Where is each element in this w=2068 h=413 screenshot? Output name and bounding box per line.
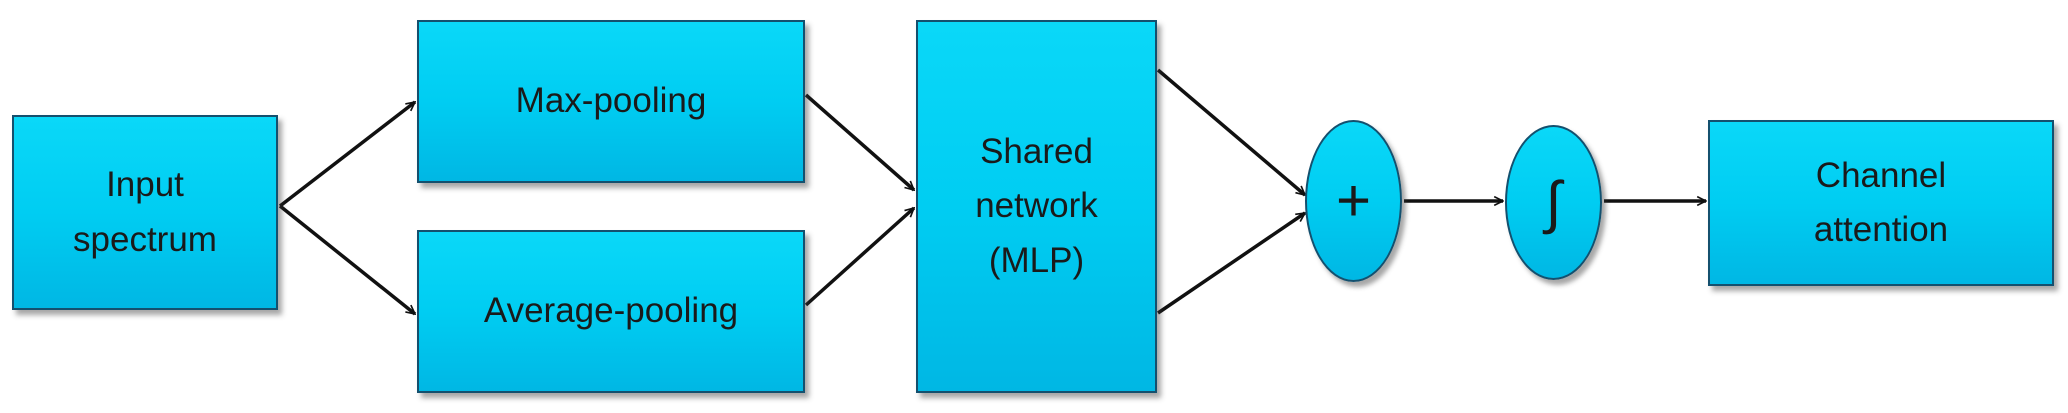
input-spectrum-label-line2: spectrum [73, 219, 217, 259]
activation-node: ∫ [1505, 125, 1602, 280]
max-pooling-box: Max-pooling [417, 20, 805, 183]
shared-network-label-line1: Shared [980, 132, 1093, 172]
channel-attention-label-line2: attention [1813, 210, 1949, 249]
arrow-input-to-avg [278, 204, 415, 316]
channel-attention-box: Channel attention [1708, 120, 2054, 286]
average-pooling-label: Average-pooling [483, 291, 739, 331]
channel-attention-label-line1: Channel [1815, 155, 1947, 195]
integral-icon: ∫ [1545, 169, 1562, 235]
average-pooling-box: Average-pooling [417, 230, 805, 393]
shared-network-label-line2: network [975, 186, 1098, 226]
arrow-max-to-mlp [804, 93, 914, 192]
arrow-avg-to-mlp [804, 206, 914, 307]
sum-node: + [1305, 120, 1402, 282]
max-pooling-label: Max-pooling [515, 81, 707, 121]
shared-network-box: Shared network (MLP) [916, 20, 1157, 393]
arrow-mlp-to-sum-top [1156, 68, 1305, 197]
arrow-mlp-to-sum-bottom [1157, 211, 1305, 315]
input-spectrum-label-line1: Input [106, 165, 184, 205]
arrow-input-to-max [278, 100, 415, 208]
shared-network-label-line3: (MLP) [988, 240, 1085, 280]
input-spectrum-box: Input spectrum [12, 115, 278, 310]
plus-icon: + [1335, 167, 1372, 234]
